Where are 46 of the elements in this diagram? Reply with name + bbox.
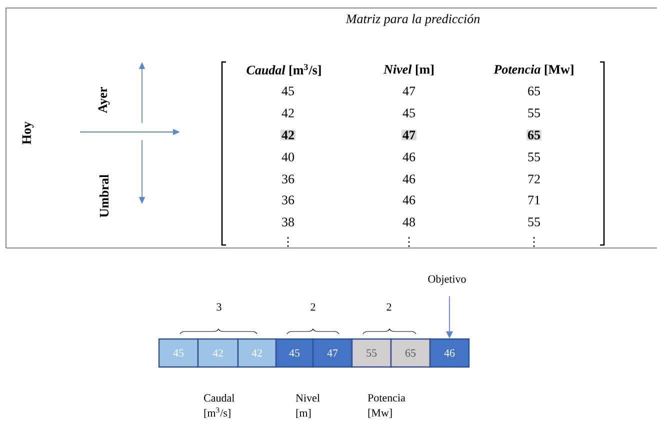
table-cell: 42: [280, 130, 296, 140]
table-cell: 46: [402, 196, 416, 204]
column-header: Potencia [Mw]: [494, 64, 574, 76]
table-cell: 65: [526, 130, 542, 140]
table-cell: 71: [528, 196, 540, 204]
value-cell: 45: [158, 338, 199, 368]
table-cell: 65: [528, 86, 540, 96]
side-label: Ayer: [98, 87, 110, 114]
table-cell: 47: [402, 130, 416, 140]
side-label: Hoy: [22, 122, 34, 144]
value-cell: 46: [429, 338, 470, 368]
count-label: 2: [310, 303, 316, 311]
table-cell: ⋮: [533, 237, 535, 247]
table-cell: 48: [402, 218, 415, 226]
table-cell: 46: [402, 152, 416, 162]
table-cell: 72: [528, 174, 540, 184]
value-cell: 42: [237, 338, 277, 368]
title: Matriz para la predicción: [346, 14, 480, 26]
variable-label: Nivel [m]: [296, 394, 320, 418]
table-cell: 42: [282, 108, 294, 118]
column-header: Caudal [m$^{3}$/s]: [246, 64, 321, 76]
variable-label: Potencia [Mw]: [368, 394, 406, 418]
table-cell: 55: [528, 108, 540, 118]
value-cell: 42: [197, 338, 239, 368]
value-cell: 65: [390, 338, 431, 368]
side-label: Umbral: [99, 174, 109, 218]
variable-label: Caudal [m$^{3}$/s]: [204, 394, 234, 418]
table-cell: 46: [402, 174, 416, 184]
table-cell: 55: [528, 218, 540, 226]
table-cell: 38: [282, 218, 294, 226]
table-cell: 40: [282, 152, 294, 162]
target-label: Objetivo: [428, 275, 466, 285]
value-cell: 45: [275, 338, 314, 368]
table-cell: 47: [402, 86, 416, 96]
table-cell: 55: [528, 152, 540, 162]
table-cell: 36: [282, 174, 294, 184]
table-cell: 36: [282, 196, 294, 204]
table-cell: 45: [282, 86, 294, 96]
column-header: Nivel [m]: [383, 64, 434, 76]
table-cell: ⋮: [408, 237, 410, 247]
value-cell: 47: [312, 338, 353, 368]
table-cell: ⋮: [287, 237, 289, 247]
table-cell: 45: [402, 108, 415, 118]
count-label: 2: [386, 303, 392, 311]
count-label: 3: [216, 303, 222, 311]
value-cell: 55: [351, 338, 392, 368]
